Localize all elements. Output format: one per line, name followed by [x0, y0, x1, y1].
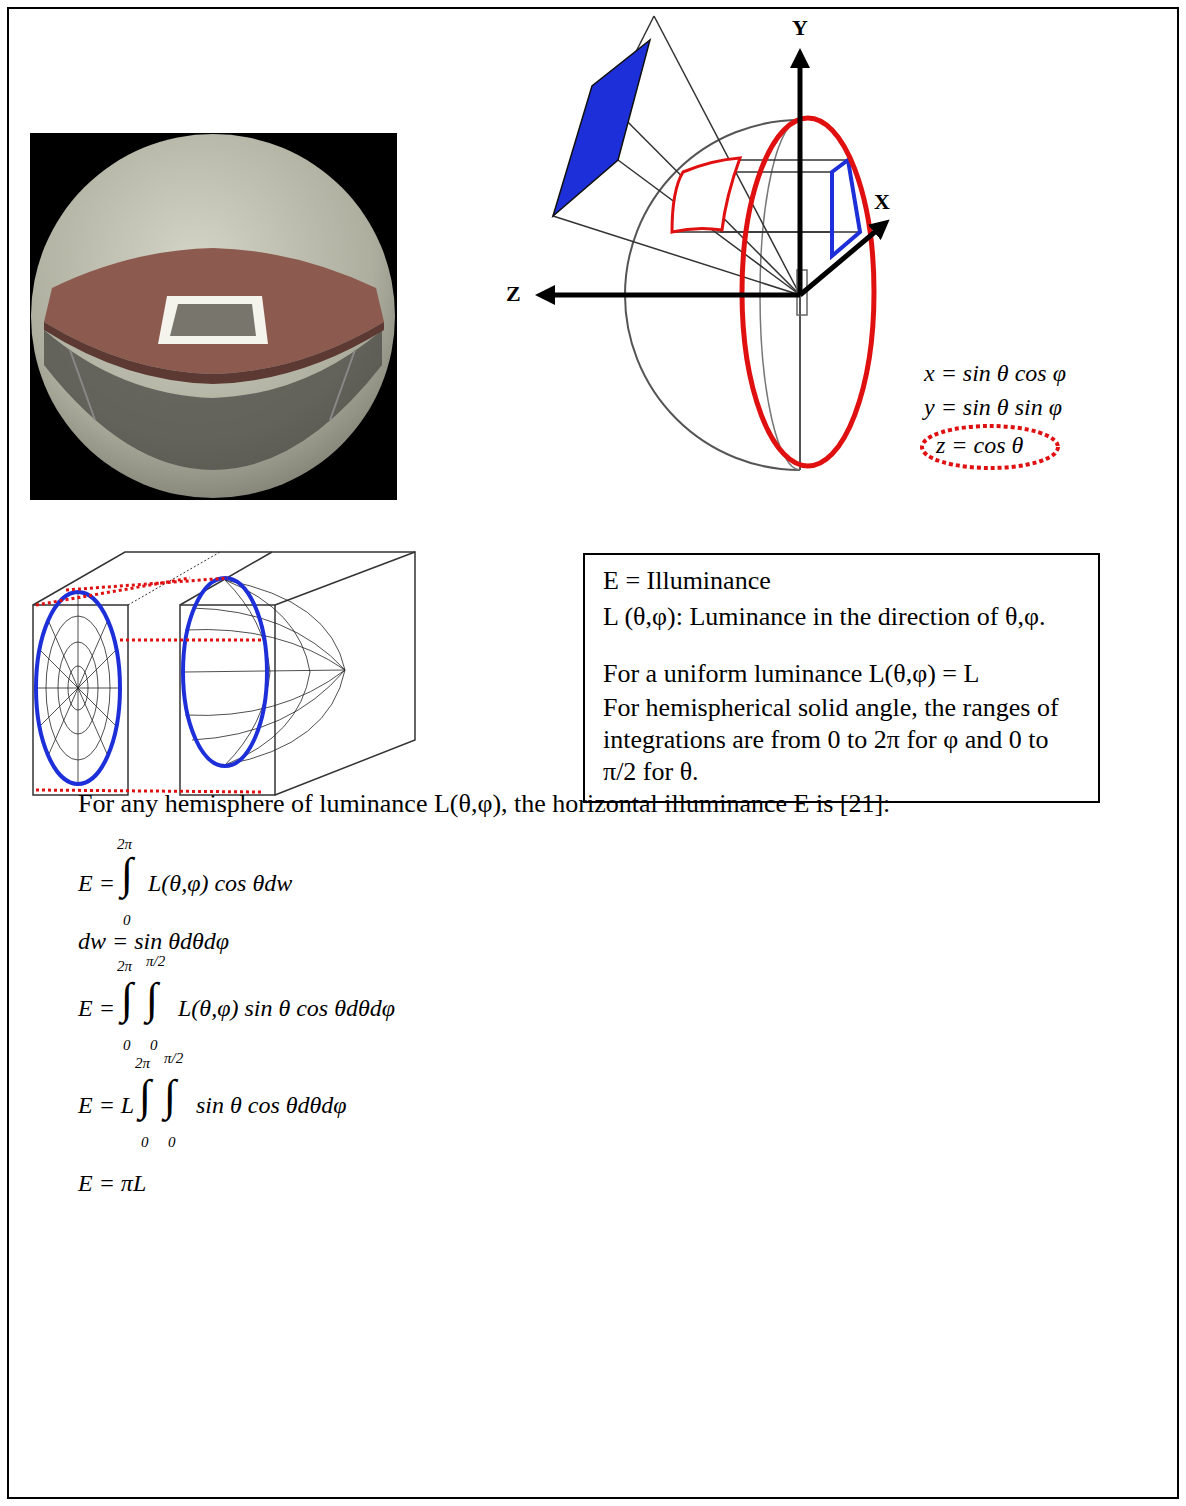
body-text: For any hemisphere of luminance L(θ,φ), …	[78, 790, 890, 819]
axis-label: X	[874, 190, 890, 214]
coordinate-formula: z = cos θ	[936, 432, 1023, 458]
equation-text: 2π	[135, 1055, 150, 1072]
equation-text: π/2	[146, 953, 165, 970]
equation-text: L(θ,φ) cos θdw	[148, 870, 292, 896]
equation-text: E = L	[78, 1092, 134, 1118]
equation-text: 0	[141, 1134, 149, 1151]
equation-text: dw = sin θdθdφ	[78, 928, 229, 954]
definition-text: L (θ,φ): Luminance in the direction of θ…	[603, 601, 1084, 633]
equation-text: 2π	[117, 836, 132, 853]
equation-text: E =	[78, 870, 115, 896]
equation-text: 2π	[117, 958, 132, 975]
definition-text: For a uniform luminance L(θ,φ) = L	[603, 658, 1084, 690]
equation-text: ∫	[146, 975, 158, 1023]
equation-text: L(θ,φ) sin θ cos θdθdφ	[178, 995, 395, 1021]
equation-text: E =	[78, 995, 115, 1021]
equation-text: π/2	[164, 1050, 183, 1067]
equation-text: ∫	[121, 850, 133, 898]
equation-text: ∫	[164, 1072, 176, 1120]
equation-text: ∫	[139, 1072, 151, 1120]
coordinate-formula: y = sin θ sin φ	[924, 394, 1062, 420]
definition-text: For hemispherical solid angle, the range…	[603, 692, 1084, 787]
definition-box: E = Illuminance L (θ,φ): Luminance in the…	[583, 553, 1100, 803]
equation-text: 0	[123, 1037, 131, 1054]
definition-text: E = Illuminance	[603, 565, 1084, 597]
equation-text: E = πL	[78, 1170, 146, 1196]
equation-text: 0	[168, 1134, 176, 1151]
equation-text: ∫	[121, 975, 133, 1023]
coordinate-formula: x = sin θ cos φ	[924, 360, 1066, 386]
axis-label: Y	[792, 16, 808, 40]
equation-text: 0	[123, 912, 131, 929]
hemisphere-projection	[33, 552, 415, 795]
equation-text: 0	[150, 1037, 158, 1054]
page-frame	[8, 8, 1178, 1498]
axis-label: Z	[506, 282, 521, 306]
equation-text: sin θ cos θdθdφ	[196, 1092, 347, 1118]
fisheye-image	[30, 133, 397, 500]
